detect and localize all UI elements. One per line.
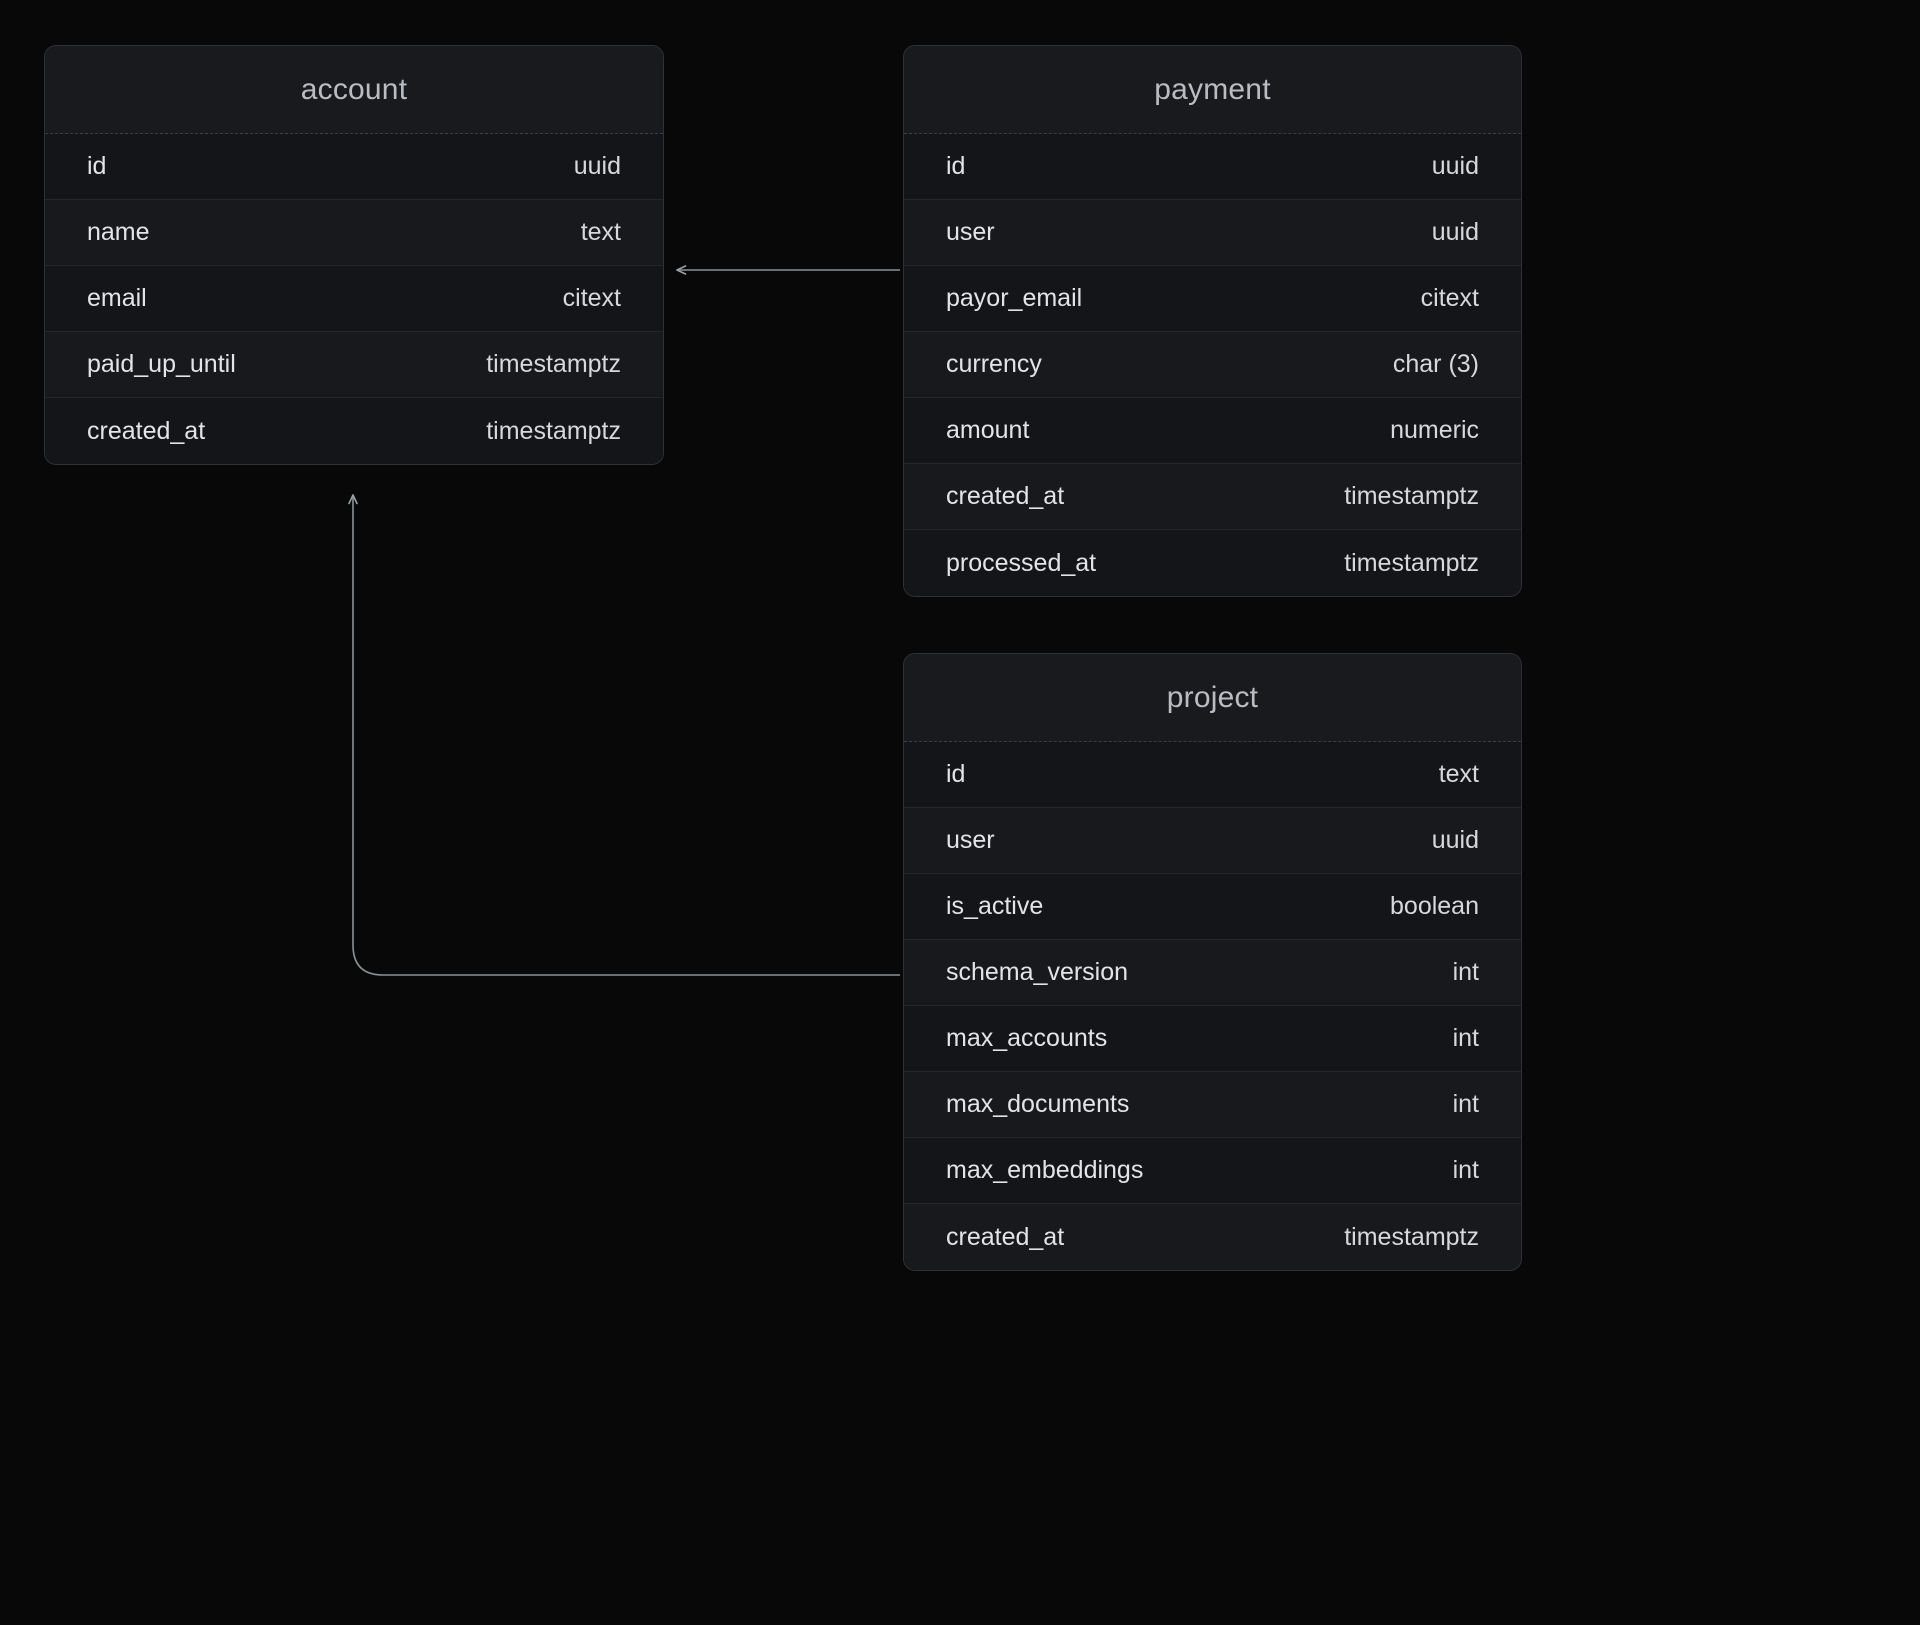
field-name: max_accounts: [946, 1024, 1108, 1052]
field-row[interactable]: user uuid: [904, 200, 1521, 266]
field-row[interactable]: payor_email citext: [904, 266, 1521, 332]
field-type: text: [580, 218, 621, 246]
field-type: uuid: [1431, 152, 1479, 180]
field-name: payor_email: [946, 284, 1083, 312]
entity-payment-header: payment: [904, 46, 1521, 134]
field-row[interactable]: amount numeric: [904, 398, 1521, 464]
field-row[interactable]: processed_at timestamptz: [904, 530, 1521, 596]
field-row[interactable]: id uuid: [45, 134, 663, 200]
field-type: uuid: [573, 152, 621, 180]
field-type: boolean: [1390, 892, 1479, 920]
field-row[interactable]: is_active boolean: [904, 874, 1521, 940]
field-name: id: [946, 760, 966, 788]
field-name: is_active: [946, 892, 1044, 920]
field-name: amount: [946, 416, 1030, 444]
entity-project-header: project: [904, 654, 1521, 742]
field-name: created_at: [946, 1222, 1065, 1251]
field-name: id: [946, 152, 966, 180]
field-row[interactable]: currency char (3): [904, 332, 1521, 398]
field-type: uuid: [1431, 218, 1479, 246]
field-type: char (3): [1392, 350, 1479, 378]
field-type: int: [1452, 1090, 1479, 1118]
field-type: timestamptz: [1344, 548, 1479, 577]
field-row[interactable]: id text: [904, 742, 1521, 808]
field-name: user: [946, 218, 995, 246]
field-name: currency: [946, 350, 1042, 378]
field-row[interactable]: name text: [45, 200, 663, 266]
field-type: timestamptz: [1344, 1222, 1479, 1251]
entity-project-title: project: [1166, 680, 1259, 714]
field-row[interactable]: created_at timestamptz: [904, 464, 1521, 530]
field-name: created_at: [946, 482, 1065, 510]
field-type: text: [1438, 760, 1479, 788]
field-name: name: [87, 218, 150, 246]
field-name: schema_version: [946, 958, 1129, 986]
field-name: paid_up_until: [87, 350, 236, 378]
field-type: int: [1452, 1156, 1479, 1184]
field-type: int: [1452, 1024, 1479, 1052]
entity-account-header: account: [45, 46, 663, 134]
field-name: user: [946, 826, 995, 854]
field-row[interactable]: id uuid: [904, 134, 1521, 200]
field-name: max_embeddings: [946, 1156, 1144, 1184]
field-name: created_at: [87, 416, 206, 445]
field-row[interactable]: schema_version int: [904, 940, 1521, 1006]
field-name: email: [87, 284, 147, 312]
entity-payment[interactable]: payment id uuid user uuid payor_email ci…: [903, 45, 1522, 597]
field-type: citext: [1420, 284, 1479, 312]
field-row[interactable]: paid_up_until timestamptz: [45, 332, 663, 398]
entity-payment-title: payment: [1154, 72, 1271, 106]
entity-account-title: account: [300, 72, 408, 106]
field-type: uuid: [1431, 826, 1479, 854]
field-row[interactable]: created_at timestamptz: [45, 398, 663, 464]
field-name: id: [87, 152, 107, 180]
field-name: processed_at: [946, 548, 1097, 577]
entity-account[interactable]: account id uuid name text email citext p…: [44, 45, 664, 465]
field-row[interactable]: max_embeddings int: [904, 1138, 1521, 1204]
field-row[interactable]: email citext: [45, 266, 663, 332]
entity-project[interactable]: project id text user uuid is_active bool…: [903, 653, 1522, 1271]
field-type: timestamptz: [486, 350, 621, 378]
field-type: timestamptz: [486, 416, 621, 445]
field-row[interactable]: max_accounts int: [904, 1006, 1521, 1072]
field-type: timestamptz: [1344, 482, 1479, 510]
edge-project-to-account: [348, 494, 900, 976]
field-row[interactable]: max_documents int: [904, 1072, 1521, 1138]
field-name: max_documents: [946, 1090, 1130, 1118]
field-type: citext: [562, 284, 621, 312]
field-row[interactable]: created_at timestamptz: [904, 1204, 1521, 1270]
field-type: int: [1452, 958, 1479, 986]
field-row[interactable]: user uuid: [904, 808, 1521, 874]
field-type: numeric: [1390, 416, 1479, 444]
